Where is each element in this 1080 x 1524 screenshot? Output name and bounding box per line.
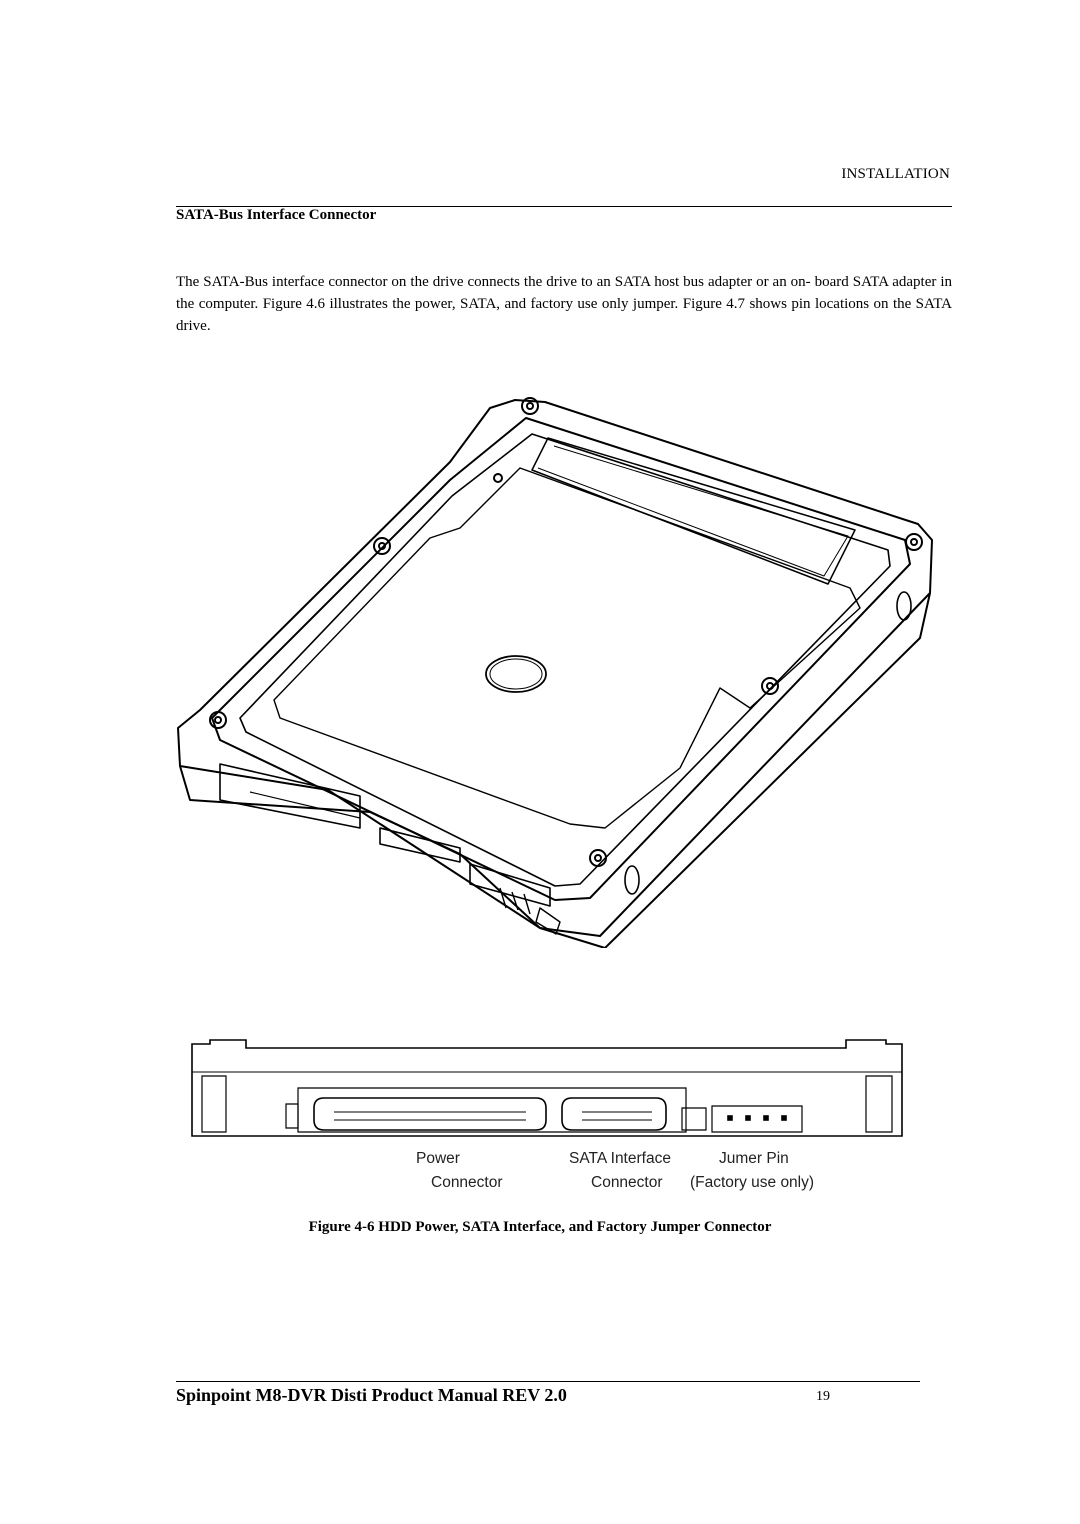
power-connector-label-line2: Connector [431, 1174, 503, 1191]
page-number: 19 [816, 1389, 830, 1404]
hdd-front-connector-view [191, 1039, 903, 1137]
section-header: INSTALLATION [841, 166, 950, 182]
section-heading: SATA-Bus Interface Connector [176, 207, 377, 223]
sata-connector-label-line2: Connector [591, 1174, 663, 1191]
jumper-pin-label-line1: Jumer Pin [719, 1150, 789, 1167]
power-connector-label-line1: Power [416, 1150, 460, 1167]
hdd-isometric-illustration [177, 397, 933, 948]
jumper-pin-label-line2: (Factory use only) [690, 1174, 815, 1191]
footer-rule [176, 1381, 920, 1382]
header-rule [176, 206, 952, 207]
figure-caption: Figure 4-6 HDD Power, SATA Interface, an… [308, 1219, 772, 1235]
body-paragraph: The SATA-Bus interface connector on the … [176, 274, 952, 334]
footer-title: Spinpoint M8-DVR Disti Product Manual RE… [176, 1385, 567, 1405]
sata-connector-label-line1: SATA Interface [569, 1150, 671, 1167]
